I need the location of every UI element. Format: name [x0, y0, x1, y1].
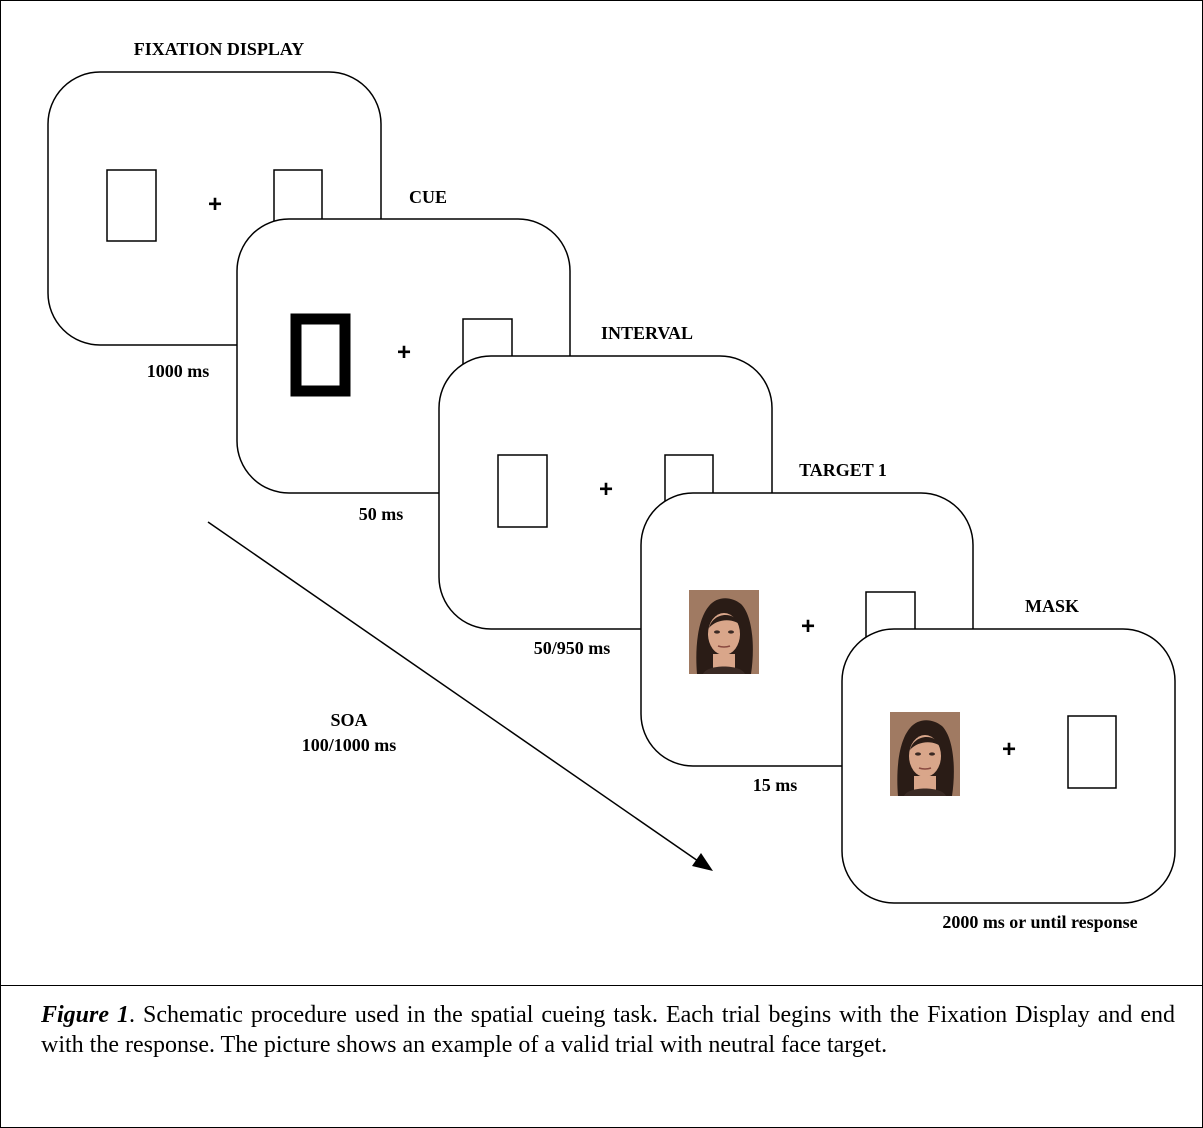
- panel-title: INTERVAL: [601, 323, 693, 343]
- face-image: [688, 589, 760, 675]
- panel-mask: + MASK 2000 ms or until response: [841, 596, 1176, 932]
- soa-value: 100/1000 ms: [302, 735, 397, 755]
- fixation-cross: +: [1002, 736, 1016, 763]
- fixation-cross: +: [801, 613, 815, 640]
- left-placeholder-box: [497, 454, 548, 528]
- panel-duration: 1000 ms: [147, 361, 210, 381]
- fixation-cross: +: [208, 191, 222, 218]
- panel-duration: 15 ms: [753, 775, 798, 795]
- left-placeholder-box: [106, 169, 157, 242]
- panel-title: MASK: [1025, 596, 1079, 616]
- soa-label: SOA: [330, 710, 367, 730]
- panel-duration: 50 ms: [359, 504, 404, 524]
- caption-divider: [0, 985, 1203, 986]
- caption-text: . Schematic procedure used in the spatia…: [41, 1002, 1175, 1058]
- face-image: [889, 711, 961, 797]
- right-placeholder-box: [1067, 715, 1117, 789]
- fixation-cross: +: [397, 339, 411, 366]
- arrowhead-icon: [692, 853, 713, 871]
- procedure-diagram: + FIXATION DISPLAY 1000 ms + CUE 50 ms +…: [47, 39, 1176, 932]
- panel-duration: 2000 ms or until response: [942, 912, 1137, 932]
- panel-title: FIXATION DISPLAY: [134, 39, 305, 59]
- figure-caption: Figure 1. Schematic procedure used in th…: [41, 1000, 1175, 1060]
- panel-duration: 50/950 ms: [534, 638, 611, 658]
- panel-title: TARGET 1: [799, 460, 887, 480]
- soa-arrow: [207, 521, 713, 871]
- figure-label: Figure 1: [41, 1002, 129, 1028]
- cue-thick-box: [290, 313, 351, 397]
- fixation-cross: +: [599, 476, 613, 503]
- panel-title: CUE: [409, 187, 447, 207]
